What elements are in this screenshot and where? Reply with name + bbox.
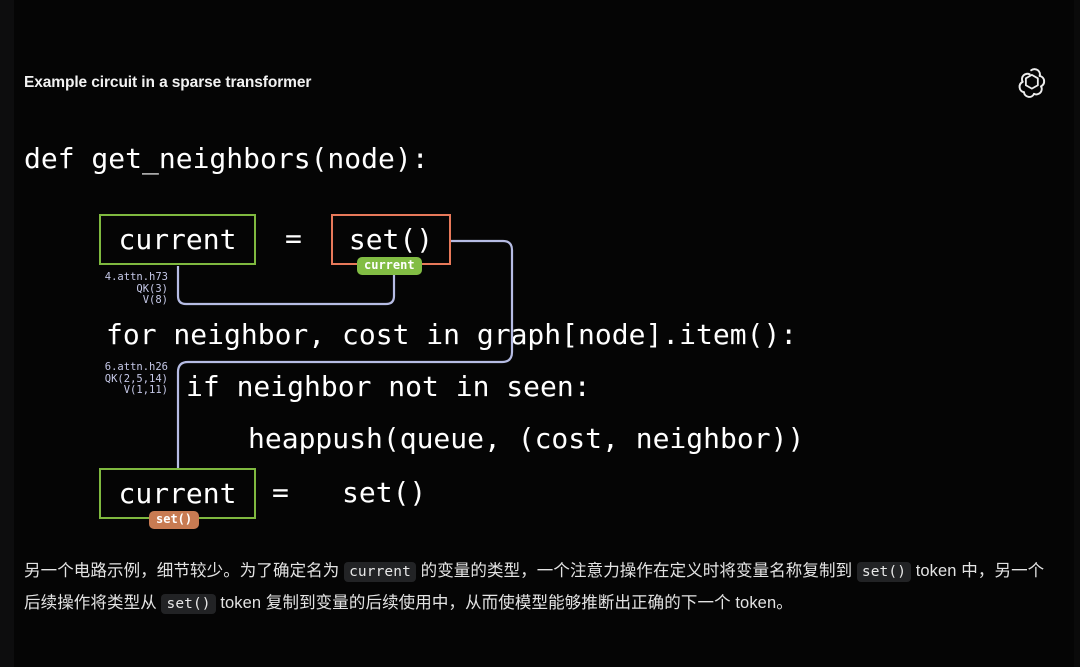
caption-segment-3: token 中，另一个后续操作将类型从 bbox=[24, 562, 1045, 612]
caption-code-set-2: set() bbox=[161, 594, 216, 614]
token-box-current-usage[interactable]: current bbox=[99, 468, 256, 519]
openai-logo-icon bbox=[1018, 68, 1046, 98]
code-line-heappush: heappush(queue, (cost, neighbor)) bbox=[248, 422, 805, 455]
badge-set: set() bbox=[149, 511, 200, 529]
token-box-current-usage-label: current bbox=[118, 477, 237, 510]
caption-code-current: current bbox=[344, 562, 416, 582]
caption-segment-2: 的变量的类型，一个注意力操作在定义时将变量名称复制到 bbox=[415, 562, 857, 580]
right-gutter bbox=[1074, 0, 1080, 667]
code-line-for: for neighbor, cost in graph[node].item()… bbox=[106, 318, 798, 351]
code-equals-1: = bbox=[285, 222, 302, 255]
left-gutter bbox=[0, 0, 14, 667]
token-box-current-definition[interactable]: current bbox=[99, 214, 256, 265]
attention-head-annotation-2: 6.attn.h26 QK(2,5,14) V(1,11) bbox=[104, 361, 168, 396]
caption-segment-1: 另一个电路示例，细节较少。为了确定名为 bbox=[24, 562, 345, 580]
page-title: Example circuit in a sparse transformer bbox=[24, 74, 312, 91]
attention-head-annotation-1: 4.attn.h73 QK(3) V(8) bbox=[104, 271, 168, 306]
code-set-usage: set() bbox=[342, 476, 427, 509]
caption-segment-4: token 复制到变量的后续使用中，从而使模型能够推断出正确的下一个 token… bbox=[215, 594, 793, 612]
badge-current: current bbox=[357, 257, 422, 275]
code-line-def: def get_neighbors(node): bbox=[24, 142, 429, 175]
code-equals-2: = bbox=[272, 476, 289, 509]
code-line-if: if neighbor not in seen: bbox=[186, 370, 591, 403]
token-box-set-definition-label: set() bbox=[348, 223, 434, 256]
caption: 另一个电路示例，细节较少。为了确定名为 current 的变量的类型，一个注意力… bbox=[24, 556, 1054, 620]
token-box-current-definition-label: current bbox=[118, 223, 237, 256]
caption-code-set-1: set() bbox=[856, 562, 912, 582]
